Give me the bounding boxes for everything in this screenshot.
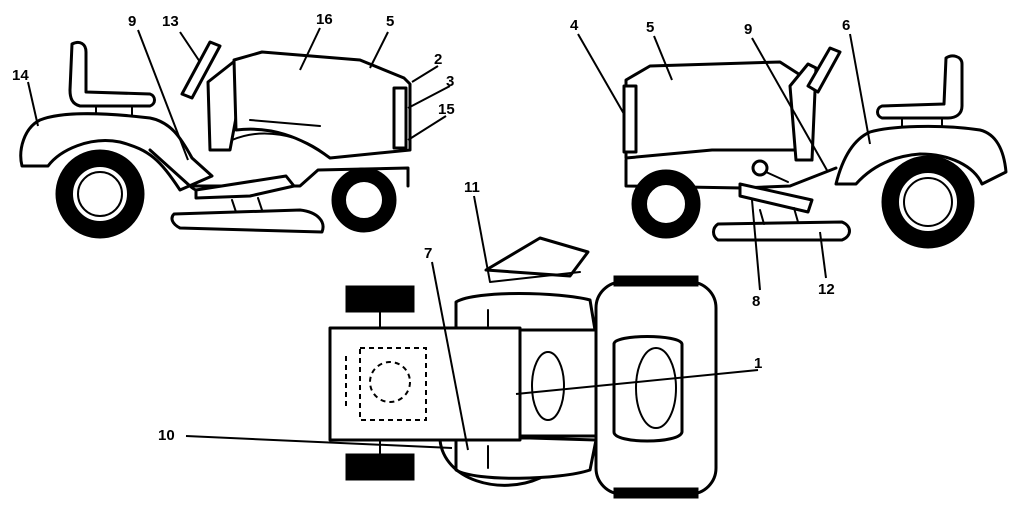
leader-16	[299, 27, 321, 71]
callout-1: 1	[754, 355, 762, 372]
tractor-right-side-view	[622, 46, 1008, 249]
callout-labels: 14 9 13 16 5 2 3 15 4 5 9 6 8 12 11 7 1 …	[12, 11, 850, 444]
callout-3: 3	[446, 73, 454, 90]
callout-12: 12	[818, 281, 835, 298]
leader-12	[819, 231, 827, 279]
callout-9-right: 9	[744, 21, 752, 38]
leader-9-right	[751, 37, 829, 173]
leader-lines	[27, 27, 871, 451]
callout-15: 15	[438, 101, 455, 118]
leader-10	[185, 435, 453, 449]
leader-11	[473, 195, 491, 283]
leader-7	[431, 261, 469, 451]
leader-5-left	[369, 31, 389, 69]
leader-3	[407, 85, 451, 109]
callout-16: 16	[316, 11, 333, 28]
leader-14	[27, 81, 39, 127]
callout-2: 2	[434, 51, 442, 68]
leader-4	[577, 33, 625, 115]
leader-5-right	[653, 35, 673, 81]
callout-10: 10	[158, 427, 175, 444]
leader-8	[751, 199, 761, 291]
leader-9-left	[137, 29, 189, 161]
callout-11: 11	[464, 179, 480, 196]
callout-5-left: 5	[386, 13, 394, 30]
leader-6	[849, 33, 871, 145]
callout-6: 6	[842, 17, 850, 34]
callout-14: 14	[12, 67, 29, 84]
callout-7: 7	[424, 245, 432, 262]
leader-13	[179, 31, 201, 63]
leader-1	[515, 369, 759, 395]
tractor-left-side-view	[19, 40, 412, 239]
leader-2	[411, 65, 439, 83]
callout-8: 8	[752, 293, 760, 310]
leader-15	[407, 115, 447, 141]
callout-13: 13	[162, 13, 179, 30]
callout-4: 4	[570, 17, 579, 34]
callout-5-right: 5	[646, 19, 654, 36]
callout-9-left: 9	[128, 13, 136, 30]
tractor-top-view	[328, 236, 718, 499]
